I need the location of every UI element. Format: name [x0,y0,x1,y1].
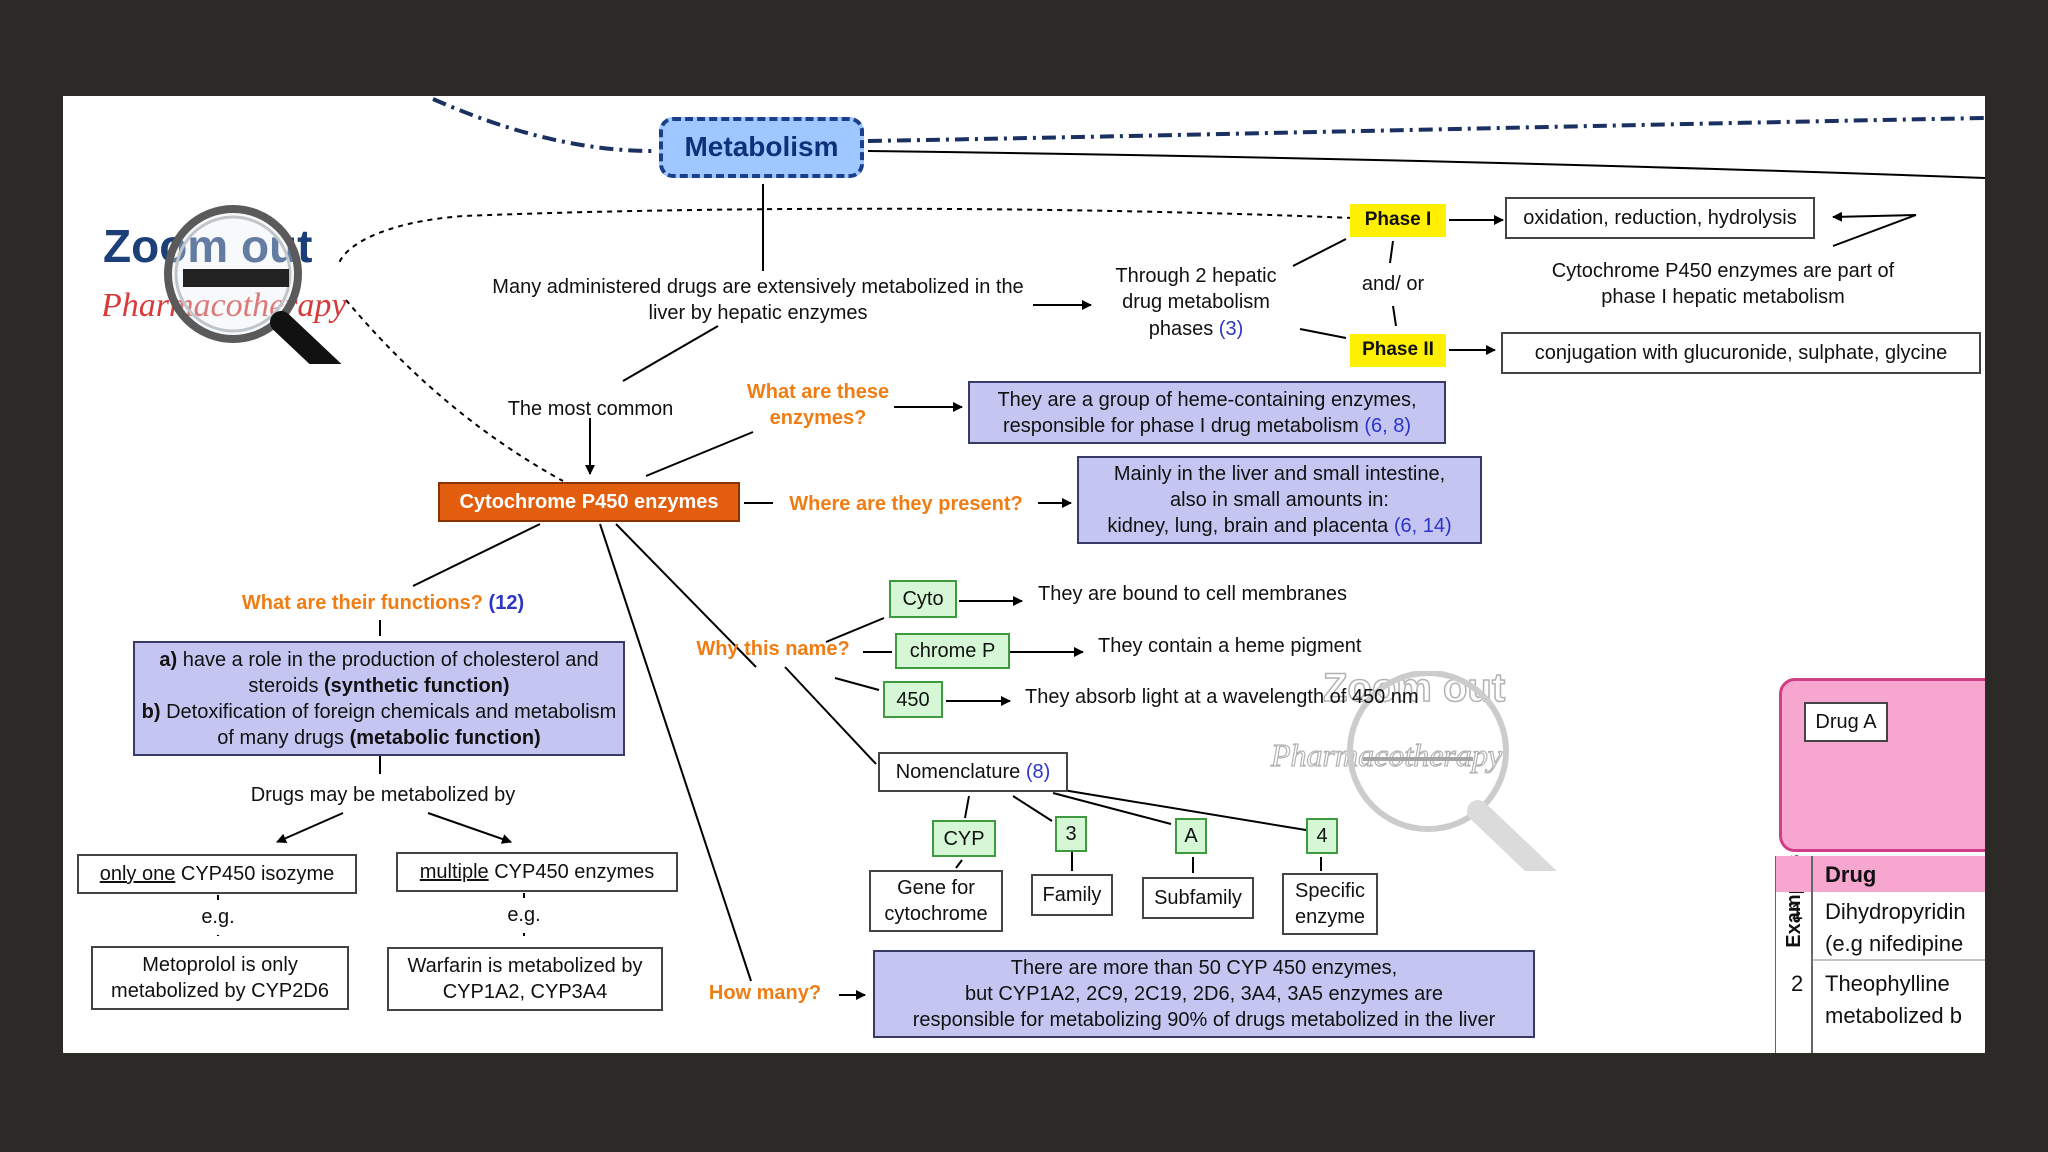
functions-question: What are their functions? (12) [241,592,525,614]
nomen-tag-enzyme: 4 [1306,818,1338,854]
drug-a-box: Drug A [1804,702,1888,742]
name-tag-chrome-p: chrome P [895,633,1010,669]
phase-one-badge: Phase I [1350,204,1446,237]
cytochrome-p450-node: Cytochrome P450 enzymes [438,482,740,522]
nomenclature-box: Nomenclature (8) [878,752,1068,792]
cyp-phase-note: Cytochrome P450 enzymes are part of phas… [1551,260,1895,309]
where-question: Where are they present? [789,493,1023,515]
nomen-desc-cyp: Gene for cytochrome [869,870,1003,932]
nomen-tag-subfamily: A [1175,818,1207,854]
row-drug-line: (e.g nifedipine [1825,931,1964,956]
table-header: Drug [1775,856,1985,892]
what-are-question: What are these enzymes? [746,381,890,429]
drug-column-header: Drug [1825,862,1877,887]
warfarin-example: Warfarin is metabolized by CYP1A2, CYP3A… [387,947,663,1011]
phase-one-desc: oxidation, reduction, hydrolysis [1505,197,1815,239]
zoom-out-logo: Zoom out Pharmacotherapy [100,204,433,401]
examples-table: Drug 1 Dihydropyridin (e.g nifedipine 2 … [1775,856,1985,1053]
table-grid [1775,856,1985,1053]
name-desc-450: They absorb light at a wavelength of 450… [1025,686,1419,708]
row-number: 1 [1791,899,1804,924]
metabolism-node: Metabolism [659,117,864,178]
name-desc-cyto: They are bound to cell membranes [1038,583,1348,605]
logo-subtitle: Pharmacotherapy [103,287,347,324]
phases-text: Through 2 hepatic drug metabolism phases… [1115,265,1277,340]
nomen-desc-enzyme: Specific enzyme [1282,873,1378,935]
nomen-desc-family: Family [1031,874,1113,916]
name-tag-450: 450 [883,681,943,718]
name-tag-cyto: Cyto [889,580,957,618]
how-many-answer: There are more than 50 CYP 450 enzymes, … [873,950,1535,1038]
row-drug-line: Dihydropyridin [1825,899,1966,924]
what-are-answer: They are a group of heme-containing enzy… [968,381,1446,444]
phase-two-badge: Phase II [1350,334,1446,367]
row-drug-line: metabolized b [1825,1003,1962,1028]
where-answer: Mainly in the liver and small intestine,… [1077,456,1482,544]
row-number: 2 [1791,971,1804,996]
most-common-label: The most common [507,398,674,420]
name-desc-chrome-p: They contain a heme pigment [1098,635,1362,657]
watermark-subtitle: Pharmacotherapy [1270,737,1503,773]
functions-answer: a) have a role in the production of chol… [133,641,625,756]
intro-text: Many administered drugs are extensively … [492,276,1024,325]
phase-two-desc: conjugation with glucuronide, sulphate, … [1501,332,1981,374]
how-many-question: How many? [708,982,822,1004]
eg-label-one: e.g. [193,904,243,931]
multiple-enzymes-box: multiple CYP450 enzymes [396,852,678,892]
row-drug-line: Theophylline [1825,971,1950,996]
metoprolol-example: Metoprolol is only metabolized by CYP2D6 [91,946,349,1010]
nomen-tag-cyp: CYP [932,820,996,857]
nomen-desc-subfamily: Subfamily [1142,877,1254,919]
nomen-tag-family: 3 [1055,816,1087,852]
eg-label-multiple: e.g. [499,902,549,929]
only-one-isozyme-box: only one CYP450 isozyme [77,854,357,894]
concept-map-slide: Zoom out Pharmacotherapy Zoom out Pharma… [63,96,1985,1053]
and-or-label: and/ or [1361,273,1425,295]
why-name-question: Why this name? [696,638,850,660]
metabolized-by-label: Drugs may be metabolized by [250,784,516,806]
